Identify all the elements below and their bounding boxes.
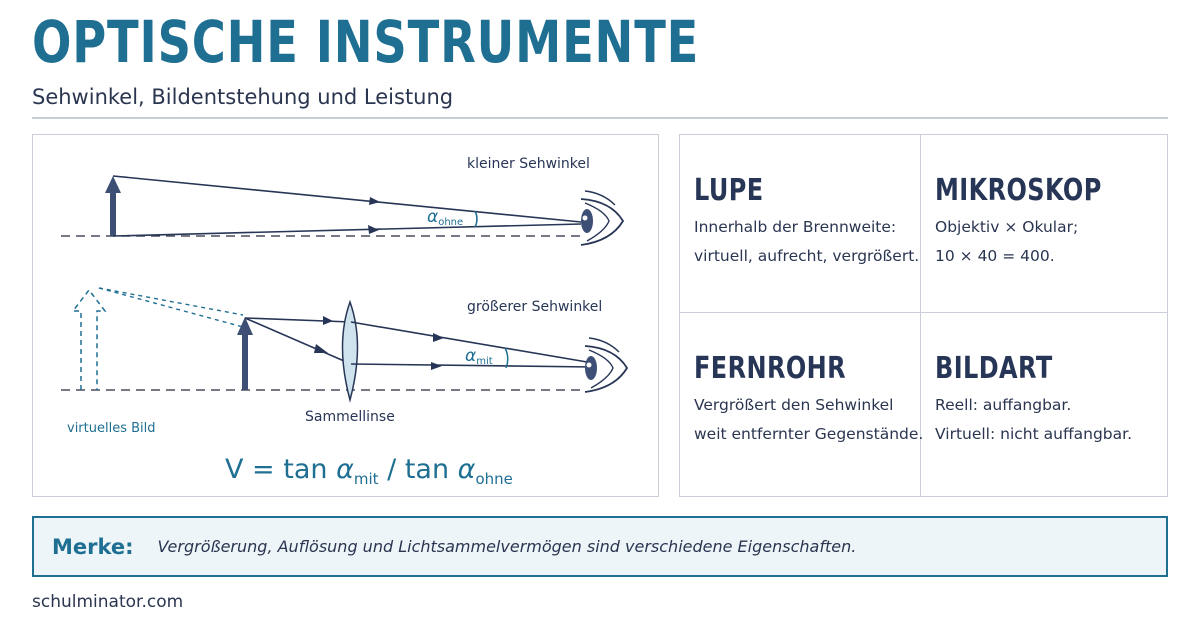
- card-text-line: Virtuell: nicht auffangbar.: [935, 425, 1132, 443]
- note-text: Vergrößerung, Auflösung und Lichtsammelv…: [157, 537, 857, 556]
- header-divider: [32, 117, 1168, 119]
- large-angle-label: größerer Sehwinkel: [467, 299, 602, 315]
- card-text-line: virtuell, aufrecht, vergrößert.: [694, 247, 920, 265]
- card-text-line: weit entfernter Gegenstände.: [694, 425, 924, 443]
- virtual-image-label: virtuelles Bild: [67, 421, 156, 436]
- card-mikroskop: MIKROSKOP Objektiv × Okular; 10 × 40 = 4…: [921, 135, 1167, 313]
- ray-arrow-icon: [369, 197, 380, 205]
- small-angle-label: kleiner Sehwinkel: [467, 156, 590, 172]
- magnification-formula: V = tan αmit / tan αohne: [225, 454, 513, 488]
- optics-diagram: αohne kleiner Sehwinkel: [61, 156, 629, 488]
- card-text-line: 10 × 40 = 400.: [935, 247, 1055, 265]
- angle-arc-bottom: [504, 347, 509, 369]
- ray-top-lower: [112, 223, 582, 237]
- ray-top-upper: [112, 175, 582, 223]
- optics-diagram-panel: αohne kleiner Sehwinkel: [32, 134, 659, 497]
- footer-source: schulminator.com: [32, 592, 184, 612]
- ray-bottom-2: [244, 317, 352, 365]
- instrument-cards: LUPE Innerhalb der Brennweite: virtuell,…: [679, 134, 1168, 497]
- card-lupe: LUPE Innerhalb der Brennweite: virtuell,…: [680, 135, 921, 313]
- ray-bottom-4: [350, 363, 594, 368]
- card-title: MIKROSKOP: [935, 173, 1102, 208]
- card-title: LUPE: [694, 173, 764, 208]
- eye-icon: [584, 337, 629, 393]
- lens-label: Sammellinse: [305, 409, 395, 425]
- ray-bottom-3: [350, 321, 594, 364]
- alpha-ohne-label: αohne: [427, 207, 463, 228]
- ray-arrow-icon: [431, 362, 442, 370]
- card-title: FERNROHR: [694, 351, 847, 386]
- note-label: Merke:: [52, 534, 134, 559]
- ray-arrow-icon: [433, 333, 444, 342]
- page-subtitle: Sehwinkel, Bildentstehung und Leistung: [32, 85, 454, 109]
- ray-arrow-icon: [368, 225, 379, 234]
- card-text-line: Reell: auffangbar.: [935, 396, 1072, 414]
- page-title: OPTISCHE INSTRUMENTE: [32, 8, 700, 76]
- virtual-image-arrow: [71, 288, 107, 390]
- card-text-line: Vergrößert den Sehwinkel: [694, 396, 894, 414]
- ray-arrow-icon: [314, 344, 328, 353]
- eye-icon: [580, 190, 625, 246]
- object-arrow-bottom: [237, 317, 253, 390]
- virtual-ray-upper: [98, 287, 244, 316]
- card-title: BILDART: [935, 351, 1053, 386]
- card-bildart: BILDART Reell: auffangbar. Virtuell: nic…: [921, 313, 1167, 496]
- card-fernrohr: FERNROHR Vergrößert den Sehwinkel weit e…: [680, 313, 924, 496]
- alpha-mit-label: αmit: [465, 346, 493, 367]
- virtual-ray-lower: [98, 287, 244, 328]
- card-text-line: Objektiv × Okular;: [935, 218, 1079, 236]
- ray-arrow-icon: [323, 316, 333, 325]
- lens-shape: [341, 299, 359, 403]
- angle-arc-top: [474, 210, 478, 228]
- note-box: Merke: Vergrößerung, Auflösung und Licht…: [32, 516, 1168, 577]
- ray-bottom-1: [244, 317, 352, 323]
- card-text-line: Innerhalb der Brennweite:: [694, 218, 897, 236]
- object-arrow-top: [105, 176, 121, 236]
